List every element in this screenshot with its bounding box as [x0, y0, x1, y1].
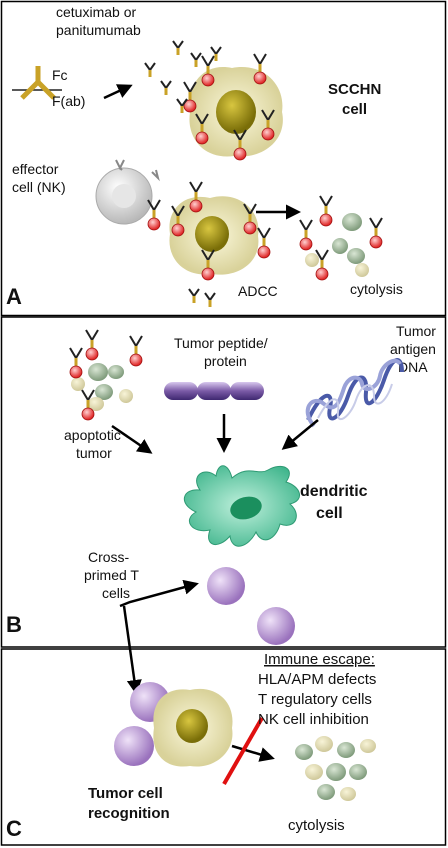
arrow-tcell-down — [122, 605, 142, 695]
cytolysis-fragments-a — [298, 194, 384, 282]
escape-item-3: NK cell inhibition — [258, 711, 369, 728]
panel-c-frame — [0, 648, 447, 846]
tumor-cell-icon — [182, 52, 283, 162]
recognition-line1: Tumor cell — [88, 785, 163, 802]
apoptotic-line1: apoptotic — [64, 427, 121, 443]
dna-line1: Tumor — [396, 323, 436, 339]
adcc-label: ADCC — [238, 283, 278, 299]
dna-helix-icon — [305, 358, 404, 428]
arrow-to-cell — [103, 84, 133, 100]
effector-line1: effector — [12, 161, 59, 177]
antibody-name-line1: cetuximab or — [56, 4, 136, 20]
panel-b: apoptotic tumor Tumor peptide/ protein T… — [0, 316, 447, 648]
effector-line2: cell (NK) — [12, 179, 66, 195]
cytolysis-fragments-c — [295, 736, 376, 801]
dna-line3: DNA — [398, 359, 428, 375]
tcell-line3: cells — [102, 585, 130, 601]
peptide-line1: Tumor peptide/ — [174, 335, 268, 351]
t-cell-attack-group — [114, 682, 233, 767]
cytolysis-label-a: cytolysis — [350, 281, 403, 297]
panel-a-letter: A — [6, 284, 22, 309]
apoptotic-line2: tumor — [76, 445, 112, 461]
recognition-line2: recognition — [88, 805, 170, 822]
cell-label-line2: cell — [342, 101, 367, 118]
peptide-line2: protein — [204, 353, 247, 369]
tcell-line2: primed T — [84, 567, 139, 583]
cell-label-line1: SCCHN — [328, 81, 381, 98]
panel-c-letter: C — [6, 816, 22, 841]
dc-line2: cell — [316, 505, 343, 522]
peptide-chain-icon — [164, 382, 264, 400]
panel-a-frame — [0, 0, 447, 317]
tumor-cell-adcc — [146, 180, 272, 282]
nk-cell-icon — [95, 159, 160, 225]
arrow-tcell-primed — [119, 579, 199, 608]
tcell-line1: Cross- — [88, 549, 130, 565]
dendritic-cell-icon — [184, 465, 300, 547]
panel-b-frame — [0, 316, 447, 648]
arrow-to-cytolysis-c — [231, 744, 275, 762]
fc-label: Fc — [52, 67, 68, 83]
panel-a: cetuximab or panitumumab Fc F(ab) S — [0, 0, 447, 317]
cytolysis-label-c: cytolysis — [288, 817, 345, 834]
panel-b-letter: B — [6, 612, 22, 637]
block-bar — [222, 717, 264, 785]
arrow-dna-to-dc — [281, 419, 319, 450]
escape-heading: Immune escape: — [264, 651, 375, 668]
escape-item-2: T regulatory cells — [258, 691, 372, 708]
arrow-apoptotic-to-dc — [111, 424, 153, 454]
t-cell-icon — [207, 567, 295, 645]
dna-line2: antigen — [390, 341, 436, 357]
antibody-name-line2: panitumumab — [56, 22, 141, 38]
panel-c: Tumor cell recognition Immune escape: HL… — [0, 605, 447, 846]
apoptotic-tumor-icon — [68, 328, 144, 422]
dc-line1: dendritic — [300, 483, 368, 500]
fab-label: F(ab) — [52, 93, 85, 109]
antibody-icon — [12, 66, 62, 100]
escape-item-1: HLA/APM defects — [258, 671, 376, 688]
